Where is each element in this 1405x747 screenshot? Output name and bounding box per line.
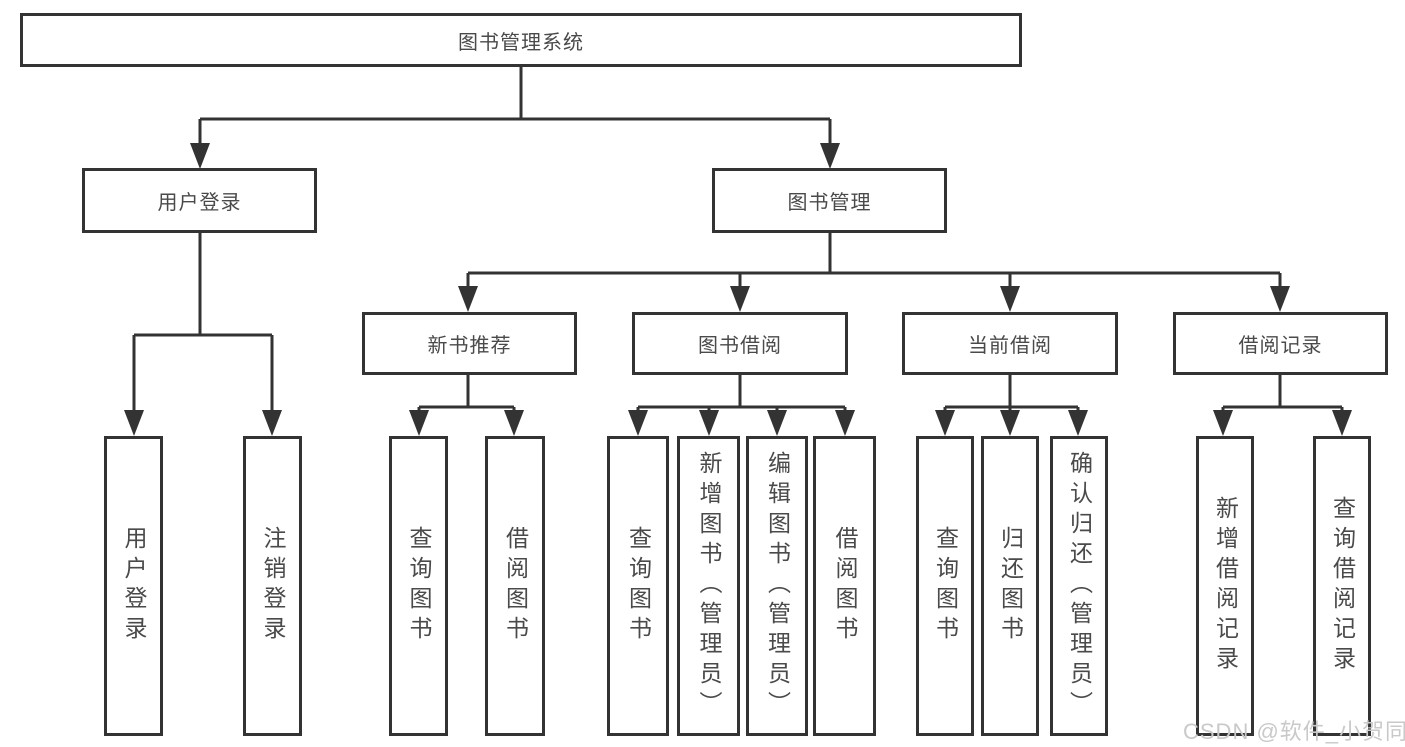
connector-new-book — [409, 373, 524, 436]
connector-root — [190, 65, 840, 169]
node-user-login: 用户登录 — [82, 168, 317, 233]
leaf-current-query-books: 查询图书 — [916, 436, 974, 736]
leaf-newbook-borrow-books-label: 借阅图书 — [502, 526, 529, 646]
node-root: 图书管理系统 — [20, 13, 1022, 67]
csdn-watermark: CSDN @软件_小贺同学 — [1183, 719, 1405, 744]
leaf-borrow-books: 借阅图书 — [813, 436, 876, 736]
leaf-borrow-query-books: 查询图书 — [607, 436, 669, 736]
node-book-management: 图书管理 — [712, 168, 947, 233]
node-borrow-records: 借阅记录 — [1173, 312, 1388, 375]
node-borrow-records-label: 借阅记录 — [1238, 335, 1323, 357]
leaf-add-borrow-record: 新增借阅记录 — [1196, 436, 1254, 736]
leaf-edit-books-admin-label: 编辑图书（管理员） — [764, 451, 791, 721]
leaf-newbook-query-books: 查询图书 — [389, 436, 448, 736]
leaf-return-books-label: 归还图书 — [997, 526, 1024, 646]
leaf-logout: 注销登录 — [243, 436, 302, 736]
node-book-management-label: 图书管理 — [787, 192, 872, 214]
node-current-borrow: 当前借阅 — [902, 312, 1118, 375]
leaf-confirm-return-admin: 确认归还（管理员） — [1050, 436, 1108, 736]
leaf-user-login-label: 用户登录 — [121, 526, 147, 646]
node-book-borrow-label: 图书借阅 — [698, 335, 782, 357]
connector-current-borrow — [935, 373, 1088, 436]
connector-borrow-records — [1213, 373, 1352, 436]
leaf-user-login: 用户登录 — [104, 436, 163, 736]
leaf-logout-label: 注销登录 — [260, 526, 286, 646]
connector-user-login — [124, 231, 282, 436]
leaf-add-borrow-record-label: 新增借阅记录 — [1212, 496, 1239, 676]
leaf-query-borrow-record-label: 查询借阅记录 — [1329, 496, 1356, 676]
connector-book-borrow — [628, 373, 855, 436]
leaf-borrow-query-books-label: 查询图书 — [625, 526, 652, 646]
leaf-newbook-borrow-books: 借阅图书 — [485, 436, 545, 736]
node-current-borrow-label: 当前借阅 — [968, 335, 1052, 357]
node-new-book-recommend-label: 新书推荐 — [427, 335, 512, 357]
leaf-add-books-admin: 新增图书（管理员） — [677, 436, 740, 736]
node-book-borrow: 图书借阅 — [632, 312, 848, 375]
leaf-return-books: 归还图书 — [981, 436, 1039, 736]
leaf-query-borrow-record: 查询借阅记录 — [1313, 436, 1371, 736]
leaf-newbook-query-books-label: 查询图书 — [406, 526, 432, 646]
leaf-borrow-books-label: 借阅图书 — [832, 526, 858, 646]
node-new-book-recommend: 新书推荐 — [362, 312, 577, 375]
node-user-login-label: 用户登录 — [157, 192, 242, 214]
connector-book-management — [458, 231, 1290, 312]
leaf-current-query-books-label: 查询图书 — [932, 526, 959, 646]
leaf-add-books-admin-label: 新增图书（管理员） — [696, 451, 722, 721]
leaf-edit-books-admin: 编辑图书（管理员） — [746, 436, 808, 736]
node-root-label: 图书管理系统 — [458, 31, 584, 54]
leaf-confirm-return-admin-label: 确认归还（管理员） — [1066, 451, 1093, 721]
